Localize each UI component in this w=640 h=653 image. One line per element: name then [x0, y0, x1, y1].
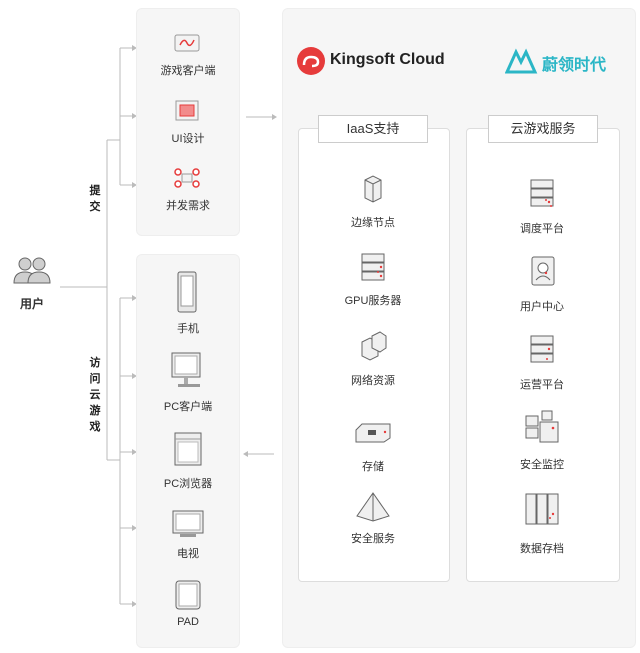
- operation-label: 运营平台: [520, 379, 564, 391]
- phone-icon: [175, 270, 199, 314]
- security-service-label: 安全服务: [351, 533, 395, 545]
- weiling-brand: 蔚领时代: [542, 57, 607, 74]
- pc-client-label: PC客户端: [163, 401, 213, 413]
- ui-design-label: UI设计: [171, 133, 205, 145]
- storage-icon: [352, 420, 394, 446]
- iaas-title: IaaS支持: [318, 115, 428, 143]
- tv-label: 电视: [177, 548, 199, 560]
- user-center-icon: [525, 254, 559, 290]
- user-center-label: 用户中心: [520, 301, 564, 313]
- gpu-server-label: GPU服务器: [344, 295, 402, 307]
- network-icon: [356, 330, 390, 364]
- edge-node-icon: [356, 172, 390, 206]
- monitor-icon: [522, 408, 562, 448]
- concurrency-icon: [172, 166, 202, 190]
- tablet-label: PAD: [177, 616, 199, 628]
- game-client-label: 游戏客户端: [160, 65, 216, 77]
- edge-node-label: 边缘节点: [351, 217, 395, 229]
- browser-icon: [172, 430, 204, 468]
- scheduling-label: 调度平台: [520, 223, 564, 235]
- storage-label: 存储: [362, 461, 384, 473]
- pc-client-icon: [168, 350, 208, 390]
- ui-design-icon: [172, 98, 202, 124]
- tv-icon: [170, 508, 206, 542]
- weiling-logo-icon: [504, 48, 539, 74]
- security-service-icon: [354, 490, 392, 524]
- submit-label: 提交: [89, 185, 101, 213]
- access-label: 访问云游戏: [89, 357, 101, 433]
- monitor-label: 安全监控: [520, 459, 564, 471]
- concurrency-label: 并发需求: [166, 200, 210, 212]
- scheduling-icon: [525, 176, 559, 212]
- game-client-icon: [172, 30, 202, 56]
- kingsoft-logo-icon: [296, 46, 326, 76]
- user-label: 用户: [19, 297, 44, 311]
- network-label: 网络资源: [351, 375, 395, 387]
- operation-icon: [525, 332, 559, 368]
- users-icon: [12, 255, 52, 285]
- archive-icon: [522, 488, 562, 528]
- archive-label: 数据存档: [520, 543, 564, 555]
- browser-label: PC浏览器: [163, 478, 213, 490]
- phone-label: 手机: [177, 323, 199, 335]
- kingsoft-brand: Kingsoft Cloud: [330, 51, 445, 68]
- cloud-game-title: 云游戏服务: [488, 115, 598, 143]
- gpu-server-icon: [356, 250, 390, 284]
- tablet-icon: [172, 578, 204, 612]
